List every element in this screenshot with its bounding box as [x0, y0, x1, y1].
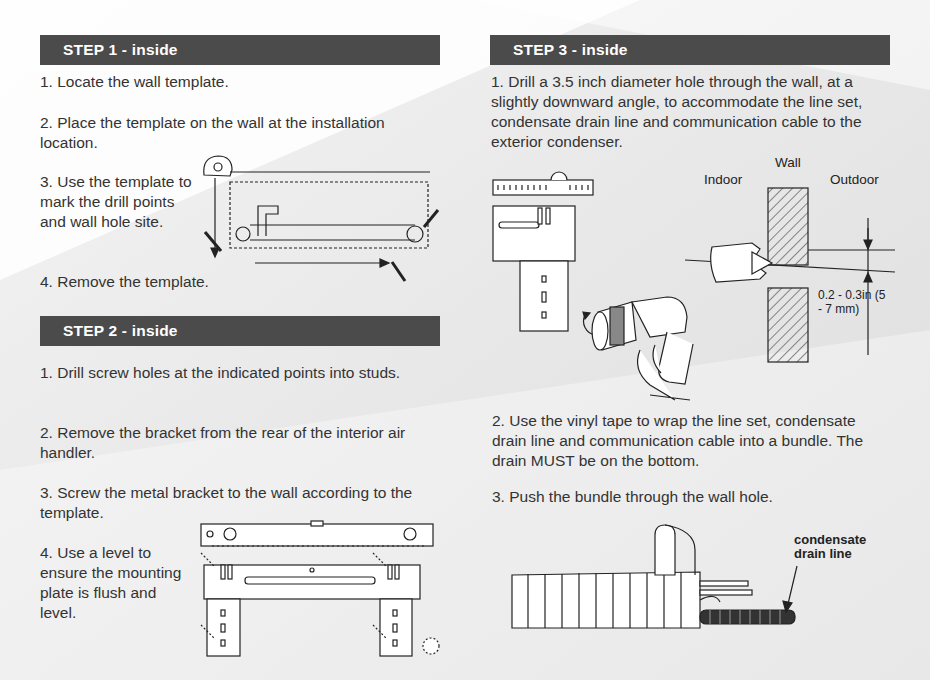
step-text: 2. Use the vinyl tape to wrap the line s…	[492, 411, 892, 471]
step-header: STEP 1 - inside	[40, 35, 440, 65]
step-text: 3. Screw the metal bracket to the wall a…	[40, 483, 435, 523]
step-text: 4. Use a level to ensure the mounting pl…	[40, 543, 190, 623]
callout-label: condensate drain line	[794, 533, 886, 561]
step-header: STEP 3 - inside	[490, 35, 890, 65]
background-band	[0, 330, 930, 680]
figure-label: Wall	[775, 155, 815, 171]
step-title: STEP 1 - inside	[63, 41, 178, 59]
dimension-label: 0.2 - 0.3in (5 - 7 mm)	[818, 288, 890, 316]
step-title: STEP 3 - inside	[513, 41, 628, 59]
step-text: 1. Drill screw holes at the indicated po…	[40, 363, 435, 383]
step-text: 2. Remove the bracket from the rear of t…	[40, 423, 435, 463]
step-title: STEP 2 - inside	[63, 322, 178, 340]
step-text: 1. Drill a 3.5 inch diameter hole throug…	[491, 72, 891, 152]
drill-figure	[493, 172, 693, 400]
step-text: 4. Remove the template.	[40, 272, 435, 292]
bracket-figure	[201, 521, 439, 656]
step-text: 3. Push the bundle through the wall hole…	[492, 487, 892, 507]
step-text: 2. Place the template on the wall at the…	[40, 113, 435, 153]
wall-section	[685, 188, 895, 362]
figure-label: Outdoor	[830, 172, 900, 188]
step-header: STEP 2 - inside	[40, 316, 440, 346]
template-figure	[204, 156, 438, 281]
figure-label: Indoor	[704, 172, 764, 188]
step-text: 1. Locate the wall template.	[40, 72, 435, 92]
bundle-figure	[512, 525, 797, 628]
step-text: 3. Use the template to mark the drill po…	[40, 172, 200, 232]
